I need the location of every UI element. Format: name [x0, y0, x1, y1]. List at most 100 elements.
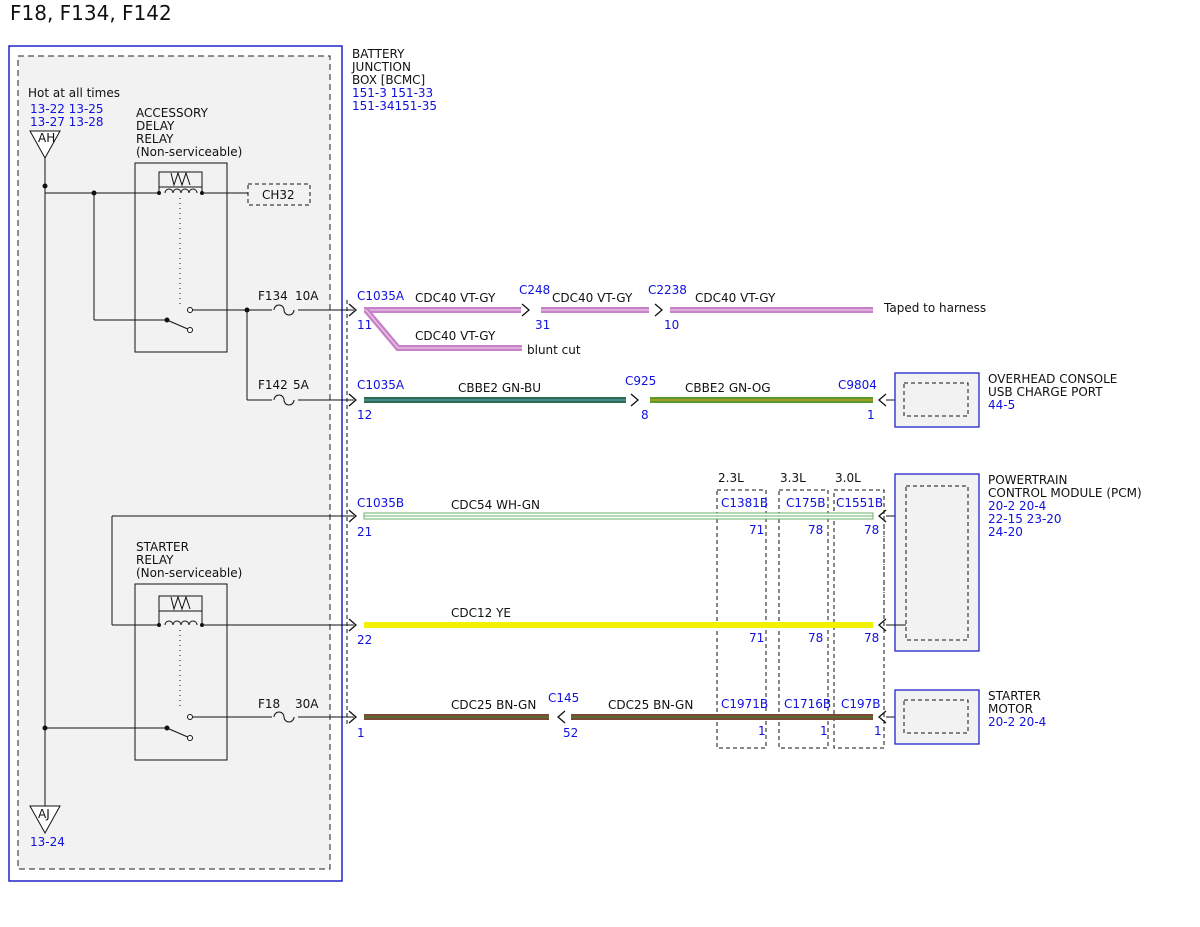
fuse-f142-name: F142 [258, 378, 288, 392]
acc-relay-label-2: DELAY [136, 119, 175, 133]
c1035b-connector[interactable]: C1035B [357, 496, 404, 510]
connector-arrow-icon [348, 393, 357, 407]
c1381b-pin-1: 71 [749, 523, 764, 537]
wire-cbbe2-gn-bu-label: CBBE2 GN-BU [458, 381, 541, 395]
wire-cdc40-branch-label: CDC40 VT-GY [415, 329, 496, 343]
pcm-ref-1[interactable]: 20-2 20-4 [988, 499, 1046, 513]
connector-arrow-icon [630, 393, 639, 407]
starter-motor-component[interactable] [894, 689, 980, 745]
c1551b-connector[interactable]: C1551B [836, 496, 883, 510]
bjb-label-2: JUNCTION [351, 60, 411, 74]
relay-switch-icon [45, 714, 193, 741]
taped-to-harness-label: Taped to harness [883, 301, 986, 315]
starter-relay-label-3: (Non-serviceable) [136, 566, 242, 580]
usb-label-1: OVERHEAD CONSOLE [988, 372, 1117, 386]
wire-cdc40-label-1: CDC40 VT-GY [415, 291, 496, 305]
acc-relay-label-1: ACCESSORY [136, 106, 209, 120]
pcm-component[interactable] [894, 473, 980, 652]
wire-cdc40-label-3: CDC40 VT-GY [695, 291, 776, 305]
c2238-pin: 10 [664, 318, 679, 332]
c1381b-pin-2: 71 [749, 631, 764, 645]
pcm-ref-2[interactable]: 22-15 23-20 [988, 512, 1062, 526]
wire-cdc25-label-2: CDC25 BN-GN [608, 698, 693, 712]
page-title: F18, F134, F142 [10, 1, 172, 25]
battery-junction-box-inner [17, 55, 331, 870]
c1035b-pin-22: 22 [357, 633, 372, 647]
connector-arrow-icon [654, 303, 663, 317]
connector-arrow-icon [348, 303, 357, 317]
hot-ref-1[interactable]: 13-22 13-25 [30, 102, 104, 116]
c1551b-pin-2: 78 [864, 631, 879, 645]
wire-cdc12-ye[interactable] [364, 622, 873, 628]
fuse-f134-name: F134 [258, 289, 288, 303]
c1971b-connector[interactable]: C1971B [721, 697, 768, 711]
c9804-connector[interactable]: C9804 [838, 378, 877, 392]
c1716b-connector[interactable]: C1716B [784, 697, 831, 711]
c1035b-pin-21: 21 [357, 525, 372, 539]
usb-ref[interactable]: 44-5 [988, 398, 1015, 412]
wire-cdc25-label-1: CDC25 BN-GN [451, 698, 536, 712]
c1971b-pin: 1 [758, 724, 766, 738]
c1035a-pin-12: 12 [357, 408, 372, 422]
wire-cbbe2-gn-og-label: CBBE2 GN-OG [685, 381, 771, 395]
c9804-pin: 1 [867, 408, 875, 422]
relay-coil-icon [157, 595, 204, 627]
usb-charge-port-component[interactable] [894, 372, 980, 428]
starter-relay-label-2: RELAY [136, 553, 174, 567]
c1035a-connector-1[interactable]: C1035A [357, 289, 405, 303]
c145-pin: 52 [563, 726, 578, 740]
acc-relay-label-4: (Non-serviceable) [136, 145, 242, 159]
wire-cdc12-label: CDC12 YE [451, 606, 511, 620]
engine-3-0l: 3.0L [835, 471, 861, 485]
bjb-ref-2[interactable]: 151-34151-35 [352, 99, 437, 113]
pcm-label-1: POWERTRAIN [988, 473, 1068, 487]
wire-cdc54-label: CDC54 WH-GN [451, 498, 540, 512]
engine-2-3l-box [716, 489, 767, 749]
fuse-f142-icon [273, 394, 295, 406]
bjb-label-1: BATTERY [352, 47, 405, 61]
c1716b-pin: 1 [820, 724, 828, 738]
connector-arrow-icon [557, 710, 566, 724]
ground-ref[interactable]: 13-24 [30, 835, 65, 849]
wire-cdc40-label-2: CDC40 VT-GY [552, 291, 633, 305]
starter-motor-label-1: STARTER [988, 689, 1041, 703]
pcm-ref-3[interactable]: 24-20 [988, 525, 1023, 539]
engine-3-0l-box [833, 489, 885, 749]
splice-dot [42, 183, 48, 189]
blunt-cut-label: blunt cut [527, 343, 581, 357]
c197b-pin: 1 [874, 724, 882, 738]
connector-arrow-icon [521, 303, 530, 317]
bjb-label-3: BOX [BCMC] [352, 73, 425, 87]
ch32-label: CH32 [262, 188, 295, 202]
fuse-f134-bg [272, 305, 298, 315]
c1035a-connector-2[interactable]: C1035A [357, 378, 405, 392]
relay-coil-icon [157, 171, 204, 195]
c175b-connector[interactable]: C175B [786, 496, 826, 510]
fuse-f142-amp: 5A [293, 378, 310, 392]
fuse-f134-icon [273, 304, 295, 316]
c1381b-connector[interactable]: C1381B [721, 496, 768, 510]
connector-arrow-icon [878, 710, 887, 724]
ch32-connector[interactable] [247, 183, 311, 206]
c925-connector[interactable]: C925 [625, 374, 656, 388]
terminal-ah-icon [29, 130, 61, 160]
terminal-aj: AJ [38, 807, 50, 821]
bjb-ref-1[interactable]: 151-3 151-33 [352, 86, 433, 100]
c1035a-pin-11: 11 [357, 318, 372, 332]
connector-arrow-icon [878, 509, 887, 523]
c145-connector[interactable]: C145 [548, 691, 579, 705]
c1551b-pin-1: 78 [864, 523, 879, 537]
fuse-f18-name: F18 [258, 697, 280, 711]
usb-label-2: USB CHARGE PORT [988, 385, 1103, 399]
engine-3-3l-box [778, 489, 829, 749]
c197b-connector[interactable]: C197B [841, 697, 881, 711]
accessory-delay-relay-box [134, 162, 228, 353]
c2238-connector[interactable]: C2238 [648, 283, 687, 297]
terminal-aj-icon [29, 805, 61, 835]
hot-ref-2[interactable]: 13-27 13-28 [30, 115, 104, 129]
c248-connector[interactable]: C248 [519, 283, 550, 297]
fuse-f18-bg [272, 712, 298, 722]
connector-arrow-icon [878, 393, 887, 407]
starter-motor-ref[interactable]: 20-2 20-4 [988, 715, 1046, 729]
